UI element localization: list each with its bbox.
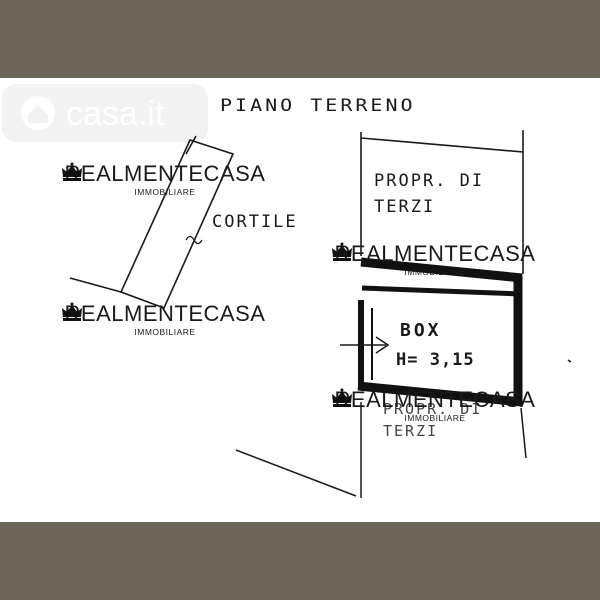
casa-logo-text: casa.it [66, 95, 165, 133]
watermark-subtitle: IMMOBILIARE [404, 413, 466, 423]
watermark: REALMENTECASA IMMOBILIARE [60, 162, 270, 198]
casa-house-logo-icon: casa.it [2, 84, 208, 142]
watermark-subtitle: IMMOBILIARE [134, 187, 196, 197]
box-height-label: H= 3,15 [396, 350, 475, 370]
neighbor-bottom-label: PROPR. DI TERZI [383, 398, 482, 442]
watermark: REALMENTECASA IMMOBILIARE [60, 302, 270, 338]
bottom-frame-band [0, 522, 600, 600]
crown-icon [62, 162, 82, 181]
watermark-brand: REALMENTECASA [334, 241, 536, 266]
watermark-brand: REALMENTECASA [64, 301, 266, 326]
top-frame-band [0, 0, 600, 78]
courtyard-mark [185, 235, 203, 245]
watermark-brand: REALMENTECASA [334, 387, 536, 412]
neighbor-property-top [360, 130, 524, 274]
box-label: BOX [400, 320, 442, 341]
entrance-arrow-icon [340, 336, 390, 354]
crown-icon [332, 242, 352, 261]
neighbor-top-line1: PROPR. DI [374, 171, 485, 191]
watermark-subtitle: IMMOBILIARE [404, 267, 466, 277]
neighbor-bottom-line2: TERZI [383, 422, 439, 440]
neighbor-top-label: PROPR. DI TERZI [374, 168, 484, 220]
neighbor-top-line2: TERZI [374, 197, 436, 217]
plan-drawing [69, 130, 572, 498]
neighbor-bottom-line1: PROPR. DI [383, 400, 483, 418]
watermark-subtitle: IMMOBILIARE [134, 327, 196, 337]
crown-icon [62, 302, 82, 321]
watermark: REALMENTECASA IMMOBILIARE [330, 388, 540, 424]
floor-plan-sheet: casa.it [0, 78, 600, 522]
plan-title: PIANO TERRENO [220, 94, 416, 116]
courtyard-label: CORTILE [212, 212, 298, 232]
watermark-brand: REALMENTECASA [64, 161, 266, 186]
watermark: REALMENTECASA IMMOBILIARE [330, 242, 540, 278]
courtyard-outline [69, 135, 235, 310]
neighbor-property-bottom [235, 402, 527, 498]
garage-box-walls [357, 257, 523, 407]
crown-icon [332, 388, 352, 407]
